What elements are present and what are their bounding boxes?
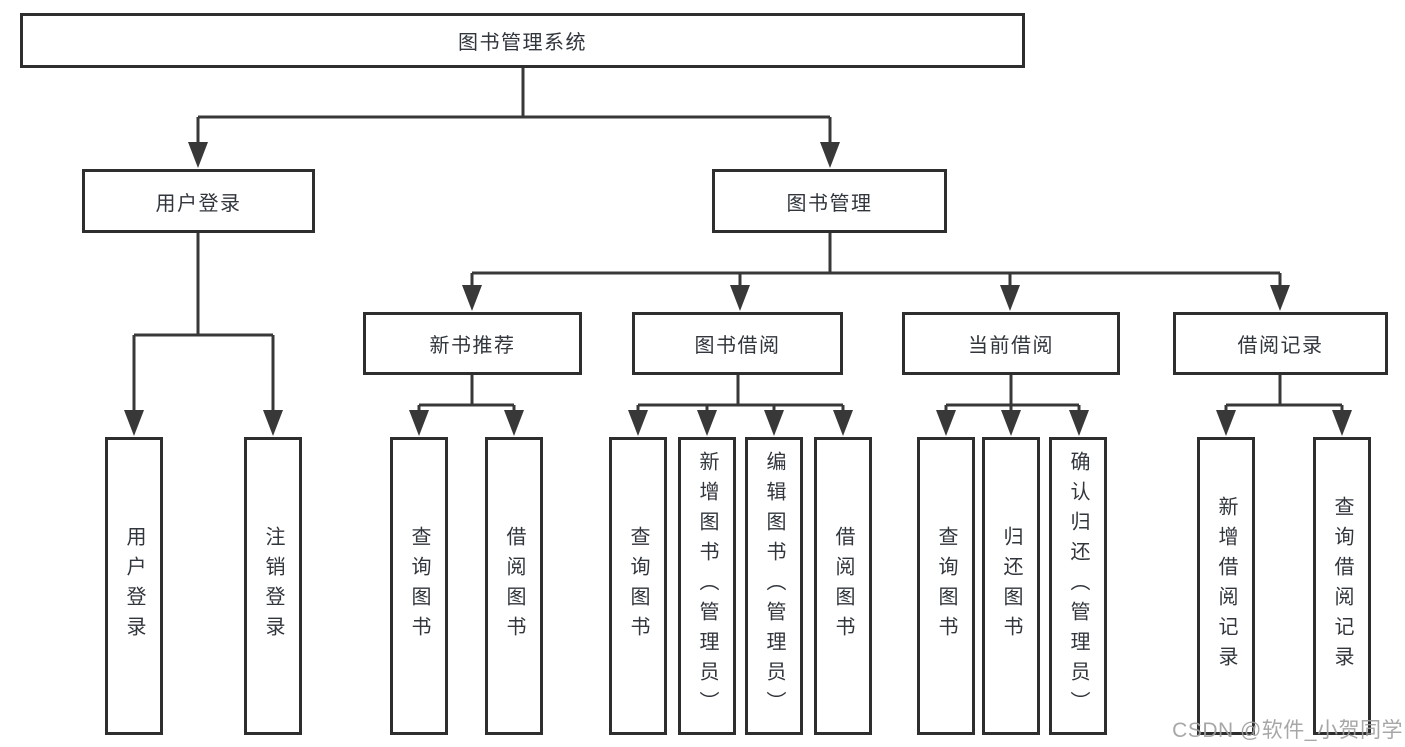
leaf-edit-books-admin: 编辑图书（管理员）: [745, 437, 803, 735]
node-book-borrowing-label: 图书借阅: [694, 335, 781, 357]
leaf-add-borrow-record: 新增借阅记录: [1197, 437, 1255, 735]
node-current-borrowing: 当前借阅: [902, 312, 1120, 375]
leaf-add-books-admin-label: 新增图书（管理员）: [696, 451, 718, 721]
leaf-query-books-current-label: 查询图书: [935, 526, 957, 646]
leaf-return-books-label: 归还图书: [1000, 526, 1022, 646]
leaf-add-borrow-record-label: 新增借阅记录: [1215, 496, 1237, 676]
leaf-query-books-recommend: 查询图书: [390, 437, 448, 735]
leaf-logout: 注销登录: [244, 437, 302, 735]
node-user-login-label: 用户登录: [155, 192, 242, 215]
leaf-confirm-return-admin-label: 确认归还（管理员）: [1067, 451, 1089, 721]
leaf-user-login-label: 用户登录: [123, 526, 145, 646]
node-new-book-recommendation-label: 新书推荐: [429, 335, 516, 357]
node-borrowing-records-label: 借阅记录: [1237, 335, 1324, 357]
leaf-query-books-recommend-label: 查询图书: [408, 526, 430, 646]
leaf-edit-books-admin-label: 编辑图书（管理员）: [763, 451, 785, 721]
leaf-query-books-borrowing-label: 查询图书: [627, 526, 649, 646]
node-root-system: 图书管理系统: [20, 13, 1025, 68]
leaf-borrow-books-borrowing: 借阅图书: [814, 437, 872, 735]
node-book-management-label: 图书管理: [786, 192, 873, 215]
node-user-login: 用户登录: [82, 169, 315, 233]
node-current-borrowing-label: 当前借阅: [968, 335, 1054, 357]
leaf-user-login: 用户登录: [105, 437, 163, 735]
leaf-borrow-books-recommend: 借阅图书: [485, 437, 543, 735]
arrowhead-icons: [124, 142, 1352, 436]
watermark-text: CSDN @软件_小贺同学: [1172, 719, 1403, 742]
node-root-system-label: 图书管理系统: [458, 32, 587, 54]
node-new-book-recommendation: 新书推荐: [363, 312, 582, 375]
connector-paths: [132, 68, 1344, 416]
leaf-query-books-current: 查询图书: [917, 437, 975, 735]
node-book-borrowing: 图书借阅: [632, 312, 843, 375]
leaf-query-borrow-record-label: 查询借阅记录: [1331, 496, 1353, 676]
node-book-management: 图书管理: [712, 169, 947, 233]
leaf-add-books-admin: 新增图书（管理员）: [678, 437, 736, 735]
leaf-borrow-books-borrowing-label: 借阅图书: [832, 526, 854, 646]
leaf-borrow-books-recommend-label: 借阅图书: [503, 526, 525, 646]
leaf-logout-label: 注销登录: [262, 526, 284, 646]
leaf-return-books: 归还图书: [982, 437, 1040, 735]
leaf-confirm-return-admin: 确认归还（管理员）: [1049, 437, 1107, 735]
leaf-query-books-borrowing: 查询图书: [609, 437, 667, 735]
node-borrowing-records: 借阅记录: [1173, 312, 1388, 375]
leaf-query-borrow-record: 查询借阅记录: [1313, 437, 1371, 735]
